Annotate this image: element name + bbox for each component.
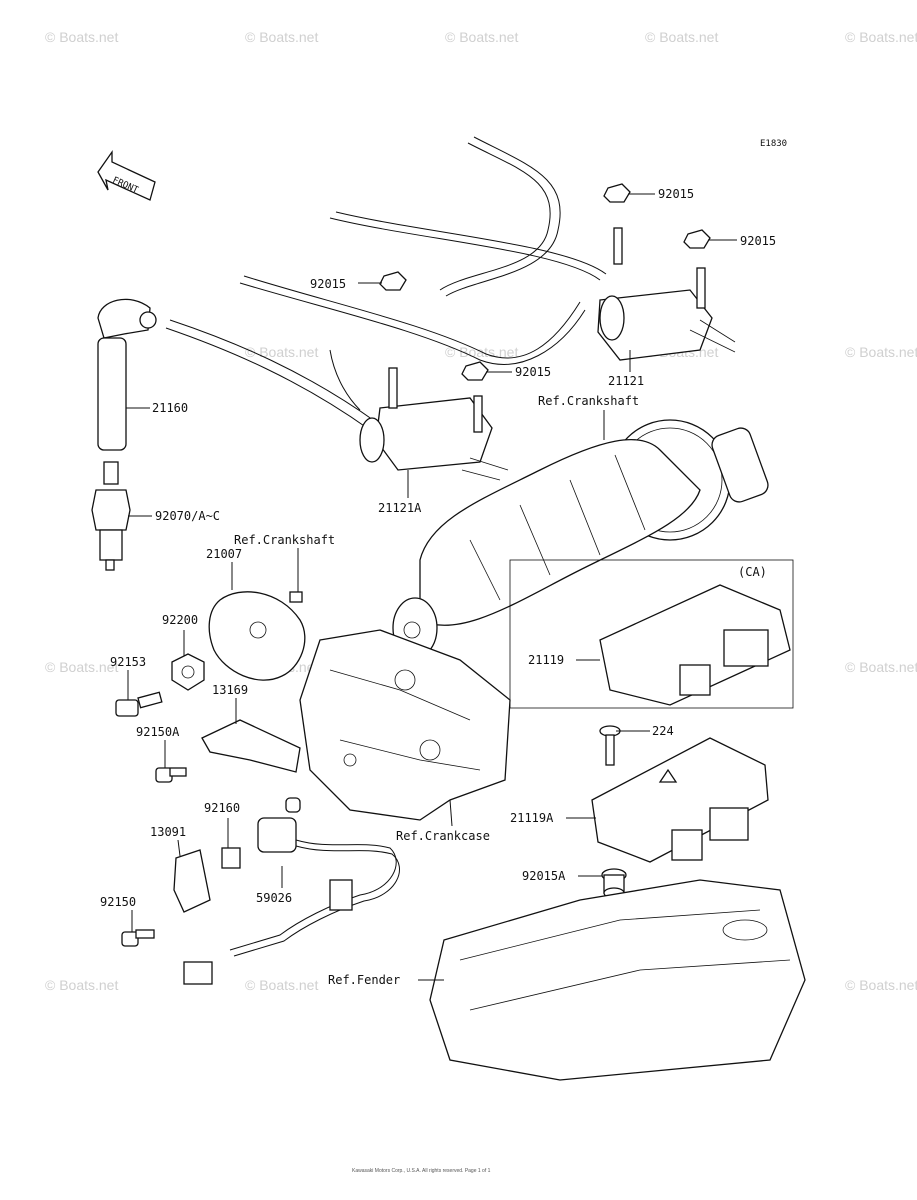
nut-92200-icon	[171, 653, 205, 691]
spark-plug-92070	[91, 461, 131, 571]
label-ca: (CA)	[738, 565, 767, 579]
label-13091: 13091	[150, 825, 186, 839]
label-92160: 92160	[204, 801, 240, 815]
label-21121a: 21121A	[378, 501, 422, 515]
watermark-text: © Boats.net	[845, 659, 917, 675]
label-224: 224	[652, 724, 674, 738]
diagram-code: E1830	[760, 139, 787, 149]
front-arrow-icon: FRONT	[97, 149, 156, 201]
ignition-coil-21121	[597, 227, 736, 361]
watermark-text: © Boats.net	[245, 977, 318, 993]
label-92015-top: 92015	[658, 187, 694, 201]
bolt-92150-icon	[121, 929, 155, 947]
label-92200: 92200	[162, 613, 198, 627]
label-92015-right: 92015	[740, 234, 776, 248]
watermark-text: © Boats.net	[845, 977, 917, 993]
label-21007: 21007	[206, 547, 242, 561]
watermark-text: © Boats.net	[845, 344, 917, 360]
ignition-wires	[165, 136, 607, 431]
label-92015a: 92015A	[522, 869, 566, 883]
label-92070: 92070/A~C	[155, 509, 220, 523]
label-92153: 92153	[110, 655, 146, 669]
part-labels: 92015 92015 92015 92015 21160 92070/A~C …	[100, 187, 776, 987]
watermark-text: © Boats.net	[45, 29, 118, 45]
label-ref-crankshaft-left: Ref.Crankshaft	[234, 533, 335, 547]
ca-box	[509, 559, 794, 709]
label-ref-fender: Ref.Fender	[328, 973, 400, 987]
crankshaft	[392, 419, 769, 659]
footer-copyright: Kawasaki Motors Corp., U.S.A. All rights…	[352, 1168, 491, 1174]
watermark-text: © Boats.net	[845, 29, 917, 45]
spark-plug-cap-21160	[97, 298, 157, 451]
label-92015-left: 92015	[310, 277, 346, 291]
label-21119: 21119	[528, 653, 564, 667]
watermark-text: © Boats.net	[445, 29, 518, 45]
label-13169: 13169	[212, 683, 248, 697]
label-21160: 21160	[152, 401, 188, 415]
label-92015-mid: 92015	[515, 365, 551, 379]
grommet-92160-icon	[221, 847, 241, 869]
watermark-text: © Boats.net	[45, 659, 118, 675]
bolt-92150a-icon	[155, 767, 187, 783]
label-59026: 59026	[256, 891, 292, 905]
fender	[429, 879, 806, 1081]
crankcase	[299, 629, 511, 821]
label-92150: 92150	[100, 895, 136, 909]
rotor-21007	[208, 591, 306, 681]
ecu-21119a	[591, 737, 769, 863]
screw-224-icon	[599, 725, 621, 766]
leader-lines	[126, 193, 737, 981]
label-21121: 21121	[608, 374, 644, 388]
watermark-text: © Boats.net	[245, 29, 318, 45]
bolt-92153-icon	[115, 691, 163, 717]
watermark-text: © Boats.net	[45, 977, 118, 993]
watermark-text: © Boats.net	[245, 344, 318, 360]
plate-13169	[201, 719, 301, 773]
collar-92015a-icon	[601, 868, 627, 899]
label-ref-crankcase: Ref.Crankcase	[396, 829, 490, 843]
label-21119a: 21119A	[510, 811, 554, 825]
pickup-coil-59026	[183, 797, 400, 985]
nut-92015-icon	[379, 183, 711, 381]
label-92150a: 92150A	[136, 725, 180, 739]
ignition-coil-21121a	[359, 367, 509, 481]
label-ref-crankshaft-top: Ref.Crankshaft	[538, 394, 639, 408]
watermark-text: © Boats.net	[645, 29, 718, 45]
bracket-13091	[173, 849, 211, 913]
